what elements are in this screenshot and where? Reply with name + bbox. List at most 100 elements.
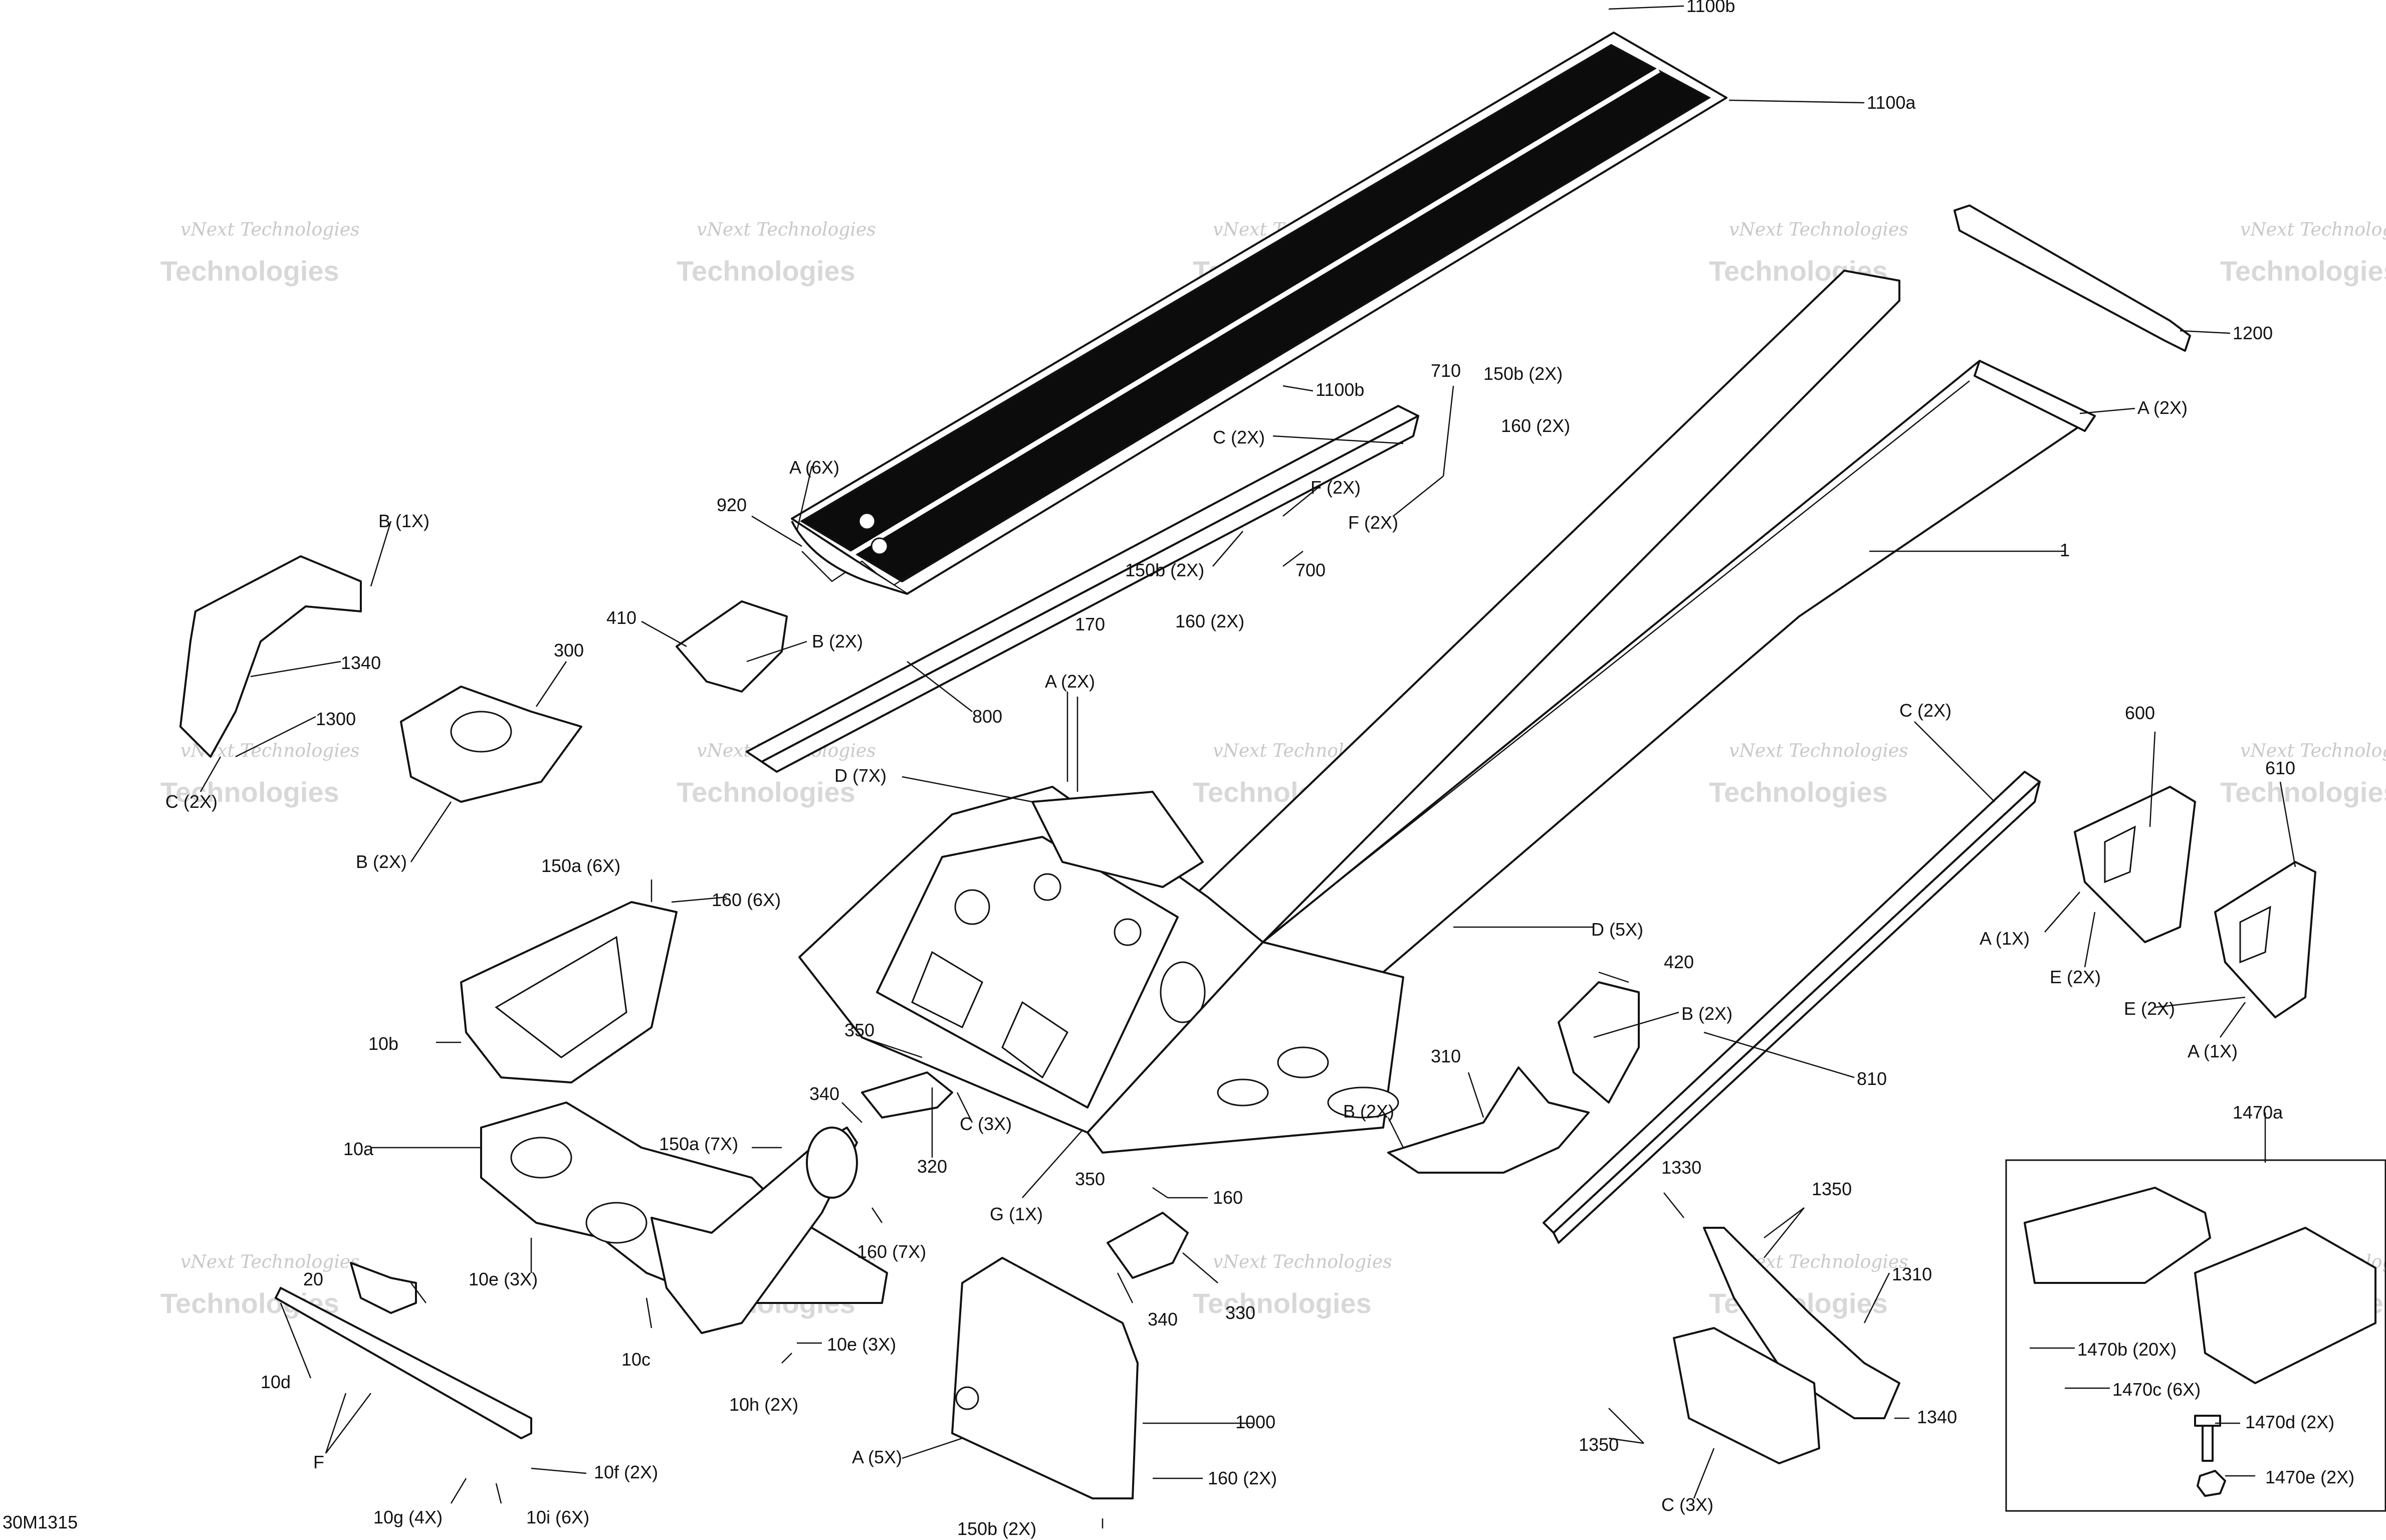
part-800-rail [746,405,1419,773]
label-920: 920 [717,495,747,515]
label-160-2x-c: 160 (2X) [1208,1468,1277,1488]
part-310-footrest [1387,1066,1590,1174]
watermark-6b: Technologies [160,776,339,808]
part-300-bracket [400,686,582,803]
label-1100b-top: 1100b [1686,0,1735,16]
watermark-5: vNext Technologies [2240,219,2386,240]
watermark-1: vNext Technologies [180,219,360,240]
part-1470e-nut [2197,1470,2226,1497]
label-10h-2x: 10h (2X) [729,1394,798,1415]
watermark-9b: Technologies [1709,776,1888,808]
label-a-2x-tunnel: A (2X) [2137,397,2188,418]
label-150a-7x: 150a (7X) [659,1134,738,1154]
label-c-3x-b: C (3X) [1661,1494,1713,1515]
part-10d-bar [275,1262,532,1439]
label-600: 600 [2125,703,2155,723]
label-1100b-mid: 1100b [1316,379,1364,400]
label-f: F [313,1452,324,1472]
label-1310: 1310 [1892,1264,1932,1284]
label-10a: 10a [343,1139,374,1159]
label-10e-3x-b: 10e (3X) [827,1334,896,1355]
watermark-5b: Technologies [2220,255,2386,287]
leader-lines [199,5,2296,1528]
label-170: 170 [1075,614,1105,634]
label-150b-2x-c: 150b (2X) [957,1518,1036,1539]
label-800: 800 [972,706,1002,727]
part-1310-brace [1703,1227,1900,1419]
label-150b-2x-b: 150b (2X) [1125,560,1204,580]
callout-labels: 1100b 1100a 1100b 1200 A (2X) 1 710 150b… [3,0,2354,1539]
label-d-5x: D (5X) [1591,919,1643,940]
label-1470a: 1470a [2233,1102,2283,1123]
label-420: 420 [1664,952,1694,972]
label-c-2x-a: C (2X) [1213,427,1265,448]
watermark-13: vNext Technologies [1213,1252,1392,1272]
label-c-2x-b: C (2X) [165,791,218,812]
label-10e-3x-a: 10e (3X) [469,1269,538,1289]
label-160-2x-a: 160 (2X) [1501,415,1570,436]
label-350-b: 350 [1075,1169,1105,1189]
label-f-2x-b: F (2X) [1348,512,1398,533]
label-1340-a: 1340 [341,652,381,673]
label-c-2x-c: C (2X) [1899,700,1951,721]
label-10f-2x: 10f (2X) [594,1462,658,1482]
part-1350-plate [1673,1327,1820,1464]
label-d-7x: D (7X) [834,765,887,786]
label-340-b: 340 [1148,1309,1178,1330]
part-1000-radiator [951,1257,1139,1499]
label-330: 330 [1225,1302,1255,1323]
part-1-tunnel [1192,270,2096,973]
diagram-code: 30M1315 [3,1512,78,1532]
label-e-2x-b: E (2X) [2124,998,2175,1019]
label-1470c: 1470c (6X) [2112,1379,2201,1400]
watermark-13b: Technologies [1193,1287,1372,1319]
label-10c: 10c [621,1349,650,1370]
label-20: 20 [303,1269,323,1289]
part-10b-frame [460,901,678,1083]
label-160-6x: 160 (6X) [712,890,781,910]
watermark-10b: Technologies [2220,776,2386,808]
label-10g-4x: 10g (4X) [373,1507,443,1527]
part-320-plate [861,1071,953,1119]
part-410-bracket [676,600,788,693]
part-10c-arm [650,1127,858,1334]
label-a-5x: A (5X) [852,1447,902,1467]
part-600-panel [2074,786,2196,943]
label-a-2x-b: A (2X) [1045,671,1095,692]
label-410: 410 [606,607,636,628]
label-b-2x-c: B (2X) [1681,1003,1732,1024]
label-b-2x-b: B (2X) [812,631,863,651]
label-e-2x-a: E (2X) [2050,967,2101,987]
part-chassis-front [798,786,1404,1154]
label-1200: 1200 [2233,323,2273,343]
watermark-2: vNext Technologies [697,219,876,240]
label-b-2x-d: B (2X) [1343,1101,1394,1122]
label-160-2x-b: 160 (2X) [1175,611,1244,631]
watermark-4: vNext Technologies [1729,219,1908,240]
part-610-panel [2214,861,2316,1018]
label-1350-b: 1350 [1579,1434,1619,1455]
label-300: 300 [554,640,584,661]
watermark-2b: Technologies [677,255,855,287]
part-330-plate [1107,1212,1189,1279]
part-1300-bumper [179,555,362,758]
label-340-a: 340 [809,1083,839,1104]
label-160-c: 160 [1213,1187,1243,1208]
label-a-6x: A (6X) [789,457,839,478]
part-420-bracket [1558,981,1640,1104]
label-160-7x: 160 (7X) [857,1241,926,1262]
label-10i-6x: 10i (6X) [526,1507,589,1527]
label-310: 310 [1431,1046,1461,1066]
label-1470e: 1470e (2X) [2265,1467,2354,1487]
label-1350-a: 1350 [1812,1179,1852,1199]
label-c-3x-a: C (3X) [960,1114,1012,1134]
part-illustrations [179,32,2386,1512]
label-1000: 1000 [1235,1412,1275,1432]
label-610: 610 [2265,758,2295,778]
kit-1470a-frame [2005,1159,2386,1512]
watermark-1b: Technologies [160,255,339,287]
part-1470a-guards [2024,1187,2376,1384]
label-10b: 10b [368,1033,398,1054]
label-b-2x-a: B (2X) [356,851,407,872]
